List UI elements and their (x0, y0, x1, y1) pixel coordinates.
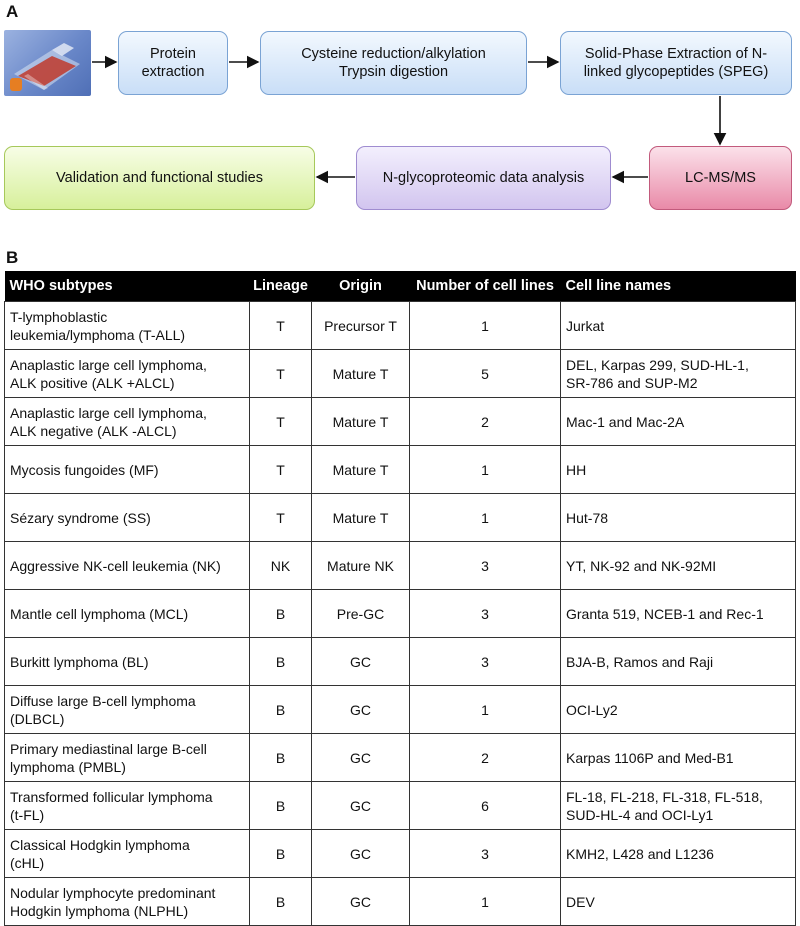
cell-subtype: Classical Hodgkin lymphoma (cHL) (4, 829, 250, 878)
cell-origin: GC (311, 685, 410, 734)
cell-lineage: T (249, 301, 312, 350)
cell-count: 1 (409, 877, 561, 926)
cell-names: HH (560, 445, 796, 494)
cell-names: FL-18, FL-218, FL-318, FL-518, SUD-HL-4 … (560, 781, 796, 830)
step-validation: Validation and functional studies (4, 146, 315, 210)
cell-origin: Pre-GC (311, 589, 410, 638)
cell-origin: GC (311, 637, 410, 686)
cell-count: 3 (409, 829, 561, 878)
step-lc-ms-ms: LC-MS/MS (649, 146, 792, 210)
cell-count: 1 (409, 685, 561, 734)
cell-origin: Precursor T (311, 301, 410, 350)
table-row: T-lymphoblastic leukemia/lymphoma (T-ALL… (4, 301, 796, 350)
cell-lineage: B (249, 637, 312, 686)
cell-lineage: B (249, 589, 312, 638)
cell-subtype: Anaplastic large cell lymphoma, ALK nega… (4, 397, 250, 446)
cell-lineage: B (249, 781, 312, 830)
table-row: Nodular lymphocyte predominant Hodgkin l… (4, 877, 796, 926)
cell-subtype: Nodular lymphocyte predominant Hodgkin l… (4, 877, 250, 926)
cell-lineage: NK (249, 541, 312, 590)
header-cell-line-names: Cell line names (560, 271, 796, 302)
cell-subtype: Mantle cell lymphoma (MCL) (4, 589, 250, 638)
cell-lineage: B (249, 877, 312, 926)
step-cysteine-reduction-trypsin: Cysteine reduction/alkylation Trypsin di… (260, 31, 527, 95)
cell-names: DEL, Karpas 299, SUD-HL-1, SR-786 and SU… (560, 349, 796, 398)
cell-origin: Mature NK (311, 541, 410, 590)
cell-lineage: B (249, 829, 312, 878)
cell-origin: GC (311, 781, 410, 830)
cell-names: Jurkat (560, 301, 796, 350)
header-who-subtypes: WHO subtypes (4, 271, 250, 302)
cell-subtype: Mycosis fungoides (MF) (4, 445, 250, 494)
panel-b-label: B (6, 248, 19, 267)
cell-origin: GC (311, 829, 410, 878)
step-protein-extraction: Protein extraction (118, 31, 228, 95)
cell-origin: GC (311, 877, 410, 926)
table-row: Primary mediastinal large B-cell lymphom… (4, 733, 796, 782)
cell-origin: GC (311, 733, 410, 782)
cell-count: 3 (409, 589, 561, 638)
cell-lineage: T (249, 493, 312, 542)
cell-origin: Mature T (311, 493, 410, 542)
cell-origin: Mature T (311, 445, 410, 494)
cell-culture-flask-image (4, 30, 91, 96)
cell-subtype: Anaplastic large cell lymphoma, ALK posi… (4, 349, 250, 398)
table-row: Anaplastic large cell lymphoma, ALK posi… (4, 349, 796, 398)
cell-names: BJA-B, Ramos and Raji (560, 637, 796, 686)
header-origin: Origin (311, 271, 410, 302)
cell-names: KMH2, L428 and L1236 (560, 829, 796, 878)
cell-subtype: Sézary syndrome (SS) (4, 493, 250, 542)
cell-count: 1 (409, 445, 561, 494)
cell-lineage: T (249, 445, 312, 494)
cell-names: Mac-1 and Mac-2A (560, 397, 796, 446)
cell-lineage: B (249, 685, 312, 734)
cell-count: 3 (409, 637, 561, 686)
step-speg: Solid-Phase Extraction of N- linked glyc… (560, 31, 792, 95)
cell-count: 1 (409, 301, 561, 350)
cell-names: Granta 519, NCEB-1 and Rec-1 (560, 589, 796, 638)
cell-subtype: Burkitt lymphoma (BL) (4, 637, 250, 686)
header-lineage: Lineage (249, 271, 312, 302)
cell-origin: Mature T (311, 397, 410, 446)
cell-count: 3 (409, 541, 561, 590)
cell-lines-table: WHO subtypes Lineage Origin Number of ce… (4, 271, 796, 926)
cell-names: DEV (560, 877, 796, 926)
cell-subtype: Diffuse large B-cell lymphoma (DLBCL) (4, 685, 250, 734)
cell-subtype: T-lymphoblastic leukemia/lymphoma (T-ALL… (4, 301, 250, 350)
header-number-of-cell-lines: Number of cell lines (409, 271, 561, 302)
cell-lineage: T (249, 397, 312, 446)
cell-lineage: B (249, 733, 312, 782)
cell-lineage: T (249, 349, 312, 398)
cell-count: 2 (409, 397, 561, 446)
cell-count: 1 (409, 493, 561, 542)
cell-subtype: Primary mediastinal large B-cell lymphom… (4, 733, 250, 782)
cell-names: Karpas 1106P and Med-B1 (560, 733, 796, 782)
cell-names: YT, NK-92 and NK-92MI (560, 541, 796, 590)
cell-count: 2 (409, 733, 561, 782)
cell-origin: Mature T (311, 349, 410, 398)
cell-names: Hut-78 (560, 493, 796, 542)
table-row: Anaplastic large cell lymphoma, ALK nega… (4, 397, 796, 446)
step-data-analysis: N-glycoproteomic data analysis (356, 146, 611, 210)
cell-subtype: Aggressive NK-cell leukemia (NK) (4, 541, 250, 590)
flow-arrows (92, 55, 727, 184)
panel-a-label: A (6, 2, 19, 21)
table-header-row: WHO subtypes Lineage Origin Number of ce… (4, 271, 796, 302)
cell-count: 6 (409, 781, 561, 830)
cell-count: 5 (409, 349, 561, 398)
cell-names: OCI-Ly2 (560, 685, 796, 734)
cell-subtype: Transformed follicular lymphoma (t-FL) (4, 781, 250, 830)
